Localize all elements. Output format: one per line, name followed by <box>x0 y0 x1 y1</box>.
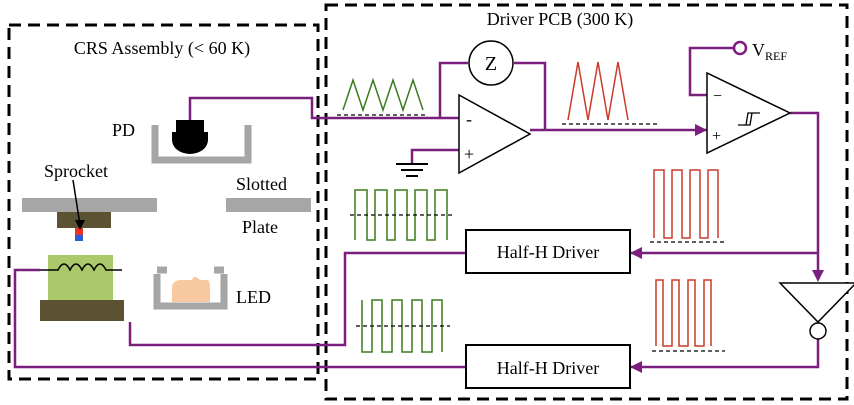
op-amp-minus: - <box>466 109 472 129</box>
waveform-top-coil-drive <box>350 189 455 241</box>
comparator-plus: + <box>712 128 721 145</box>
plate-label: Plate <box>242 217 278 237</box>
sprocket-label: Sprocket <box>44 161 108 181</box>
coil-block <box>48 255 113 300</box>
wire-opamp-ground <box>410 148 459 164</box>
driver-pcb-title: Driver PCB (300 K) <box>487 9 634 30</box>
comparator-minus: − <box>713 88 722 105</box>
op-amp <box>458 93 532 175</box>
impedance-z-label: Z <box>485 53 497 75</box>
half-h-driver-top-label: Half-H Driver <box>497 242 599 262</box>
coil-icon <box>38 263 122 272</box>
driver-pcb-boundary <box>324 3 849 401</box>
sprocket-pointer <box>72 179 81 226</box>
arrow-into-half-h-bottom <box>630 361 642 373</box>
wire-vref-to-comp <box>688 46 734 97</box>
waveform-photodiode-signal <box>337 77 428 116</box>
op-amp-plus: + <box>464 144 474 164</box>
slotted-plate-right <box>226 198 311 212</box>
wire-inv-to-half-h-bottom <box>630 339 820 369</box>
ground-icon <box>396 163 428 177</box>
inverter-bubble <box>809 322 827 340</box>
half-h-driver-bottom <box>465 344 631 389</box>
sprocket-marker-blue <box>75 235 83 241</box>
arrow-into-inverter <box>812 270 824 282</box>
waveform-bottom-driver-square <box>652 279 725 352</box>
crs-assembly-title: CRS Assembly (< 60 K) <box>74 38 250 59</box>
wire-half-h-top-to-coil <box>128 251 466 347</box>
sprocket-pointer-head <box>75 220 85 230</box>
wire-half-h-bottom-to-coil <box>13 268 466 369</box>
waveform-bottom-coil-drive <box>356 299 450 353</box>
sprocket-marker-red <box>75 228 83 235</box>
pd-label: PD <box>112 120 135 140</box>
wire-comp-out <box>790 111 820 270</box>
hysteresis-icon <box>738 112 760 126</box>
vref-terminal <box>732 40 748 56</box>
impedance-z <box>468 40 514 86</box>
wires <box>13 46 820 369</box>
arrow-into-comparator <box>695 124 707 136</box>
waveform-top-driver-square <box>650 169 725 243</box>
wire-pd-to-opamp <box>188 96 459 120</box>
half-h-driver-top <box>465 229 631 274</box>
slotted-plate-left <box>22 198 157 212</box>
half-h-driver-bottom-label: Half-H Driver <box>497 358 599 378</box>
wire-feedback-right <box>514 61 547 130</box>
photodiode <box>151 120 252 164</box>
wire-feedback-left <box>438 61 468 118</box>
arrow-into-half-h-top <box>630 247 642 259</box>
vref-label: VREF <box>752 40 787 63</box>
led-label: LED <box>236 287 271 307</box>
slotted-label: Slotted <box>236 174 287 194</box>
inverter <box>778 282 854 324</box>
crs-assembly-boundary <box>7 23 320 381</box>
waveform-amplified-signal <box>562 61 658 125</box>
led <box>153 266 228 310</box>
base-block <box>40 300 124 321</box>
